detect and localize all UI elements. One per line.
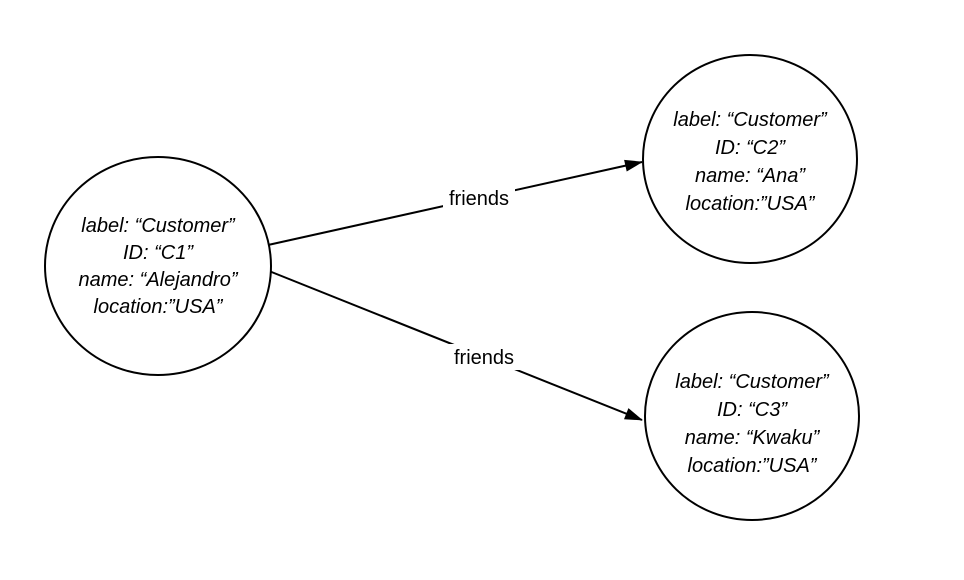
node-c3-circle xyxy=(644,311,860,521)
node-c3-line-location: location:”USA” xyxy=(688,455,818,477)
edge-c1-c3-label-background xyxy=(448,344,520,370)
node-c3-line-id: ID: “C3” xyxy=(717,399,788,421)
edge-c1-c2: friends xyxy=(267,159,643,246)
edge-c1-c2-label: friends xyxy=(449,188,509,210)
node-c3: label: “Customer” ID: “C3” name: “Kwaku”… xyxy=(644,311,860,521)
node-c3-line-label: label: “Customer” xyxy=(675,371,830,393)
node-c1-circle xyxy=(44,156,272,376)
node-c1-line-name: name: “Alejandro” xyxy=(79,269,239,291)
edge-c1-c3: friends xyxy=(268,270,643,421)
node-c2: label: “Customer” ID: “C2” name: “Ana” l… xyxy=(642,54,858,264)
node-c1-line-id: ID: “C1” xyxy=(123,242,194,264)
node-c2-line-id: ID: “C2” xyxy=(715,137,786,159)
node-c2-line-label: label: “Customer” xyxy=(673,109,828,131)
node-c2-circle xyxy=(642,54,858,264)
node-c1-line-label: label: “Customer” xyxy=(81,215,236,237)
node-c2-line-location: location:”USA” xyxy=(686,193,816,215)
edge-c1-c2-label-background xyxy=(443,185,515,211)
node-c3-line-name: name: “Kwaku” xyxy=(685,427,821,449)
node-c2-line-name: name: “Ana” xyxy=(695,165,806,187)
node-c1: label: “Customer” ID: “C1” name: “Alejan… xyxy=(44,156,272,376)
edge-c1-c3-label: friends xyxy=(454,347,514,369)
node-c1-line-location: location:”USA” xyxy=(94,296,224,318)
